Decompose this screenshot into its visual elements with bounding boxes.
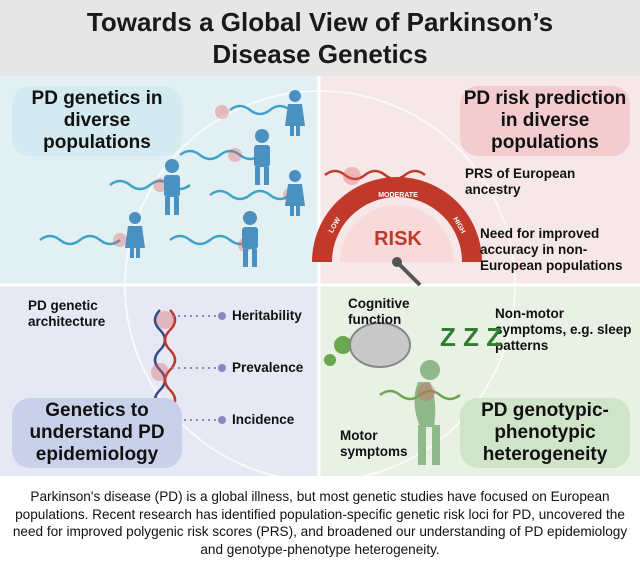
person-icon <box>125 212 145 258</box>
label-diverse-populations: PD genetics in diverse populations <box>12 86 182 156</box>
connector-dots <box>218 312 226 424</box>
dna-icon <box>209 189 291 201</box>
person-icon <box>254 129 270 185</box>
person-walking-icon <box>414 360 440 465</box>
dna-icon <box>179 149 261 161</box>
dna-icon <box>169 234 251 246</box>
label-epidemiology: Genetics to understand PD epidemiology <box>12 398 182 468</box>
nonmotor-text: Non-motor symptoms, e.g. sleep patterns <box>495 306 632 353</box>
person-icon <box>285 90 305 136</box>
summary-text: Parkinson's disease (PD) is a global ill… <box>0 478 640 583</box>
title-bar: Towards a Global View of Parkinson’s Dis… <box>0 0 640 76</box>
person-icons-q1 <box>125 90 305 267</box>
need-text: Need for improved accuracy in non-Europe… <box>480 226 623 273</box>
red-highlight <box>343 167 361 185</box>
person-icon <box>164 159 180 215</box>
brain-icon <box>349 322 411 368</box>
item-heritability: Heritability <box>232 308 302 323</box>
label-risk-prediction: PD risk prediction in diverse population… <box>460 86 630 156</box>
cognitive-text: Cognitive function <box>348 296 410 327</box>
prs-text: PRS of European ancestry <box>465 166 576 197</box>
gear-icon <box>324 336 352 366</box>
person-icon <box>285 170 305 216</box>
motor-text: Motor symptoms <box>340 428 408 459</box>
dna-icon <box>229 104 291 116</box>
sleep-zzz: Z Z Z <box>440 322 503 352</box>
dna-icon-green <box>379 389 461 401</box>
architecture-text: PD genetic architecture <box>28 298 106 329</box>
label-heterogeneity: PD genotypic-phenotypic heterogeneity <box>460 398 630 468</box>
dna-icon <box>39 234 121 246</box>
person-icon <box>242 211 258 267</box>
connector-lines <box>172 315 222 421</box>
dna-icon-risk <box>324 169 426 181</box>
risk-gauge <box>312 177 482 287</box>
gauge-needle <box>395 260 422 287</box>
item-prevalence: Prevalence <box>232 360 304 375</box>
red-highlight <box>417 383 435 401</box>
gauge-moderate-label: MODERATE <box>378 192 418 199</box>
page-title: Towards a Global View of Parkinson’s Dis… <box>86 7 554 69</box>
item-incidence: Incidence <box>232 412 295 427</box>
gauge-risk-word: RISK <box>374 228 422 250</box>
